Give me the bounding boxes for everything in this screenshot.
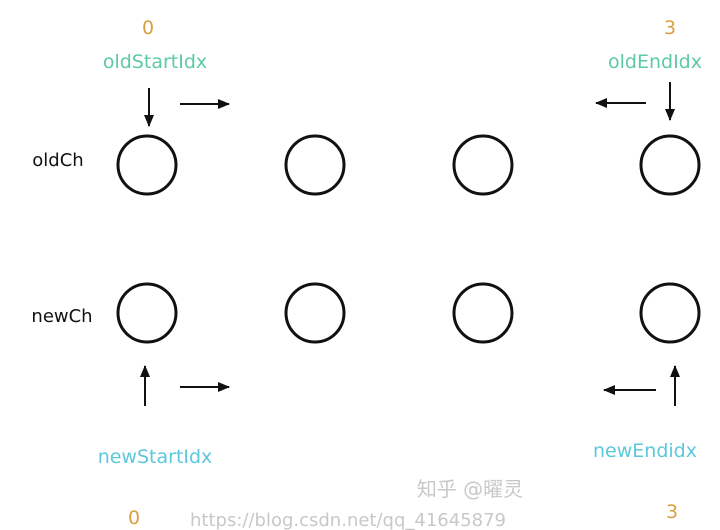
new-node-3 (639, 282, 701, 344)
old-start-index: 0 (142, 17, 154, 39)
old-node-0 (116, 134, 178, 196)
new-node-2 (452, 282, 514, 344)
csdn-watermark: https://blog.csdn.net/qq_41645879 (190, 510, 506, 530)
old-start-label: oldStartIdx (103, 51, 207, 73)
new-start-label: newStartIdx (98, 446, 213, 468)
old-children-label: oldCh (32, 150, 83, 171)
old-node-2 (452, 134, 514, 196)
new-start-index: 0 (128, 507, 140, 529)
new-end-index: 3 (666, 501, 678, 523)
new-node-0 (116, 282, 178, 344)
old-end-label: oldEndIdx (608, 51, 702, 73)
zhihu-watermark: 知乎 @曜灵 (417, 477, 523, 501)
old-node-1 (284, 134, 346, 196)
new-node-1 (284, 282, 346, 344)
new-end-label: newEndidx (593, 440, 697, 462)
old-end-index: 3 (664, 17, 676, 39)
new-children-label: newCh (31, 306, 92, 327)
old-node-3 (639, 134, 701, 196)
